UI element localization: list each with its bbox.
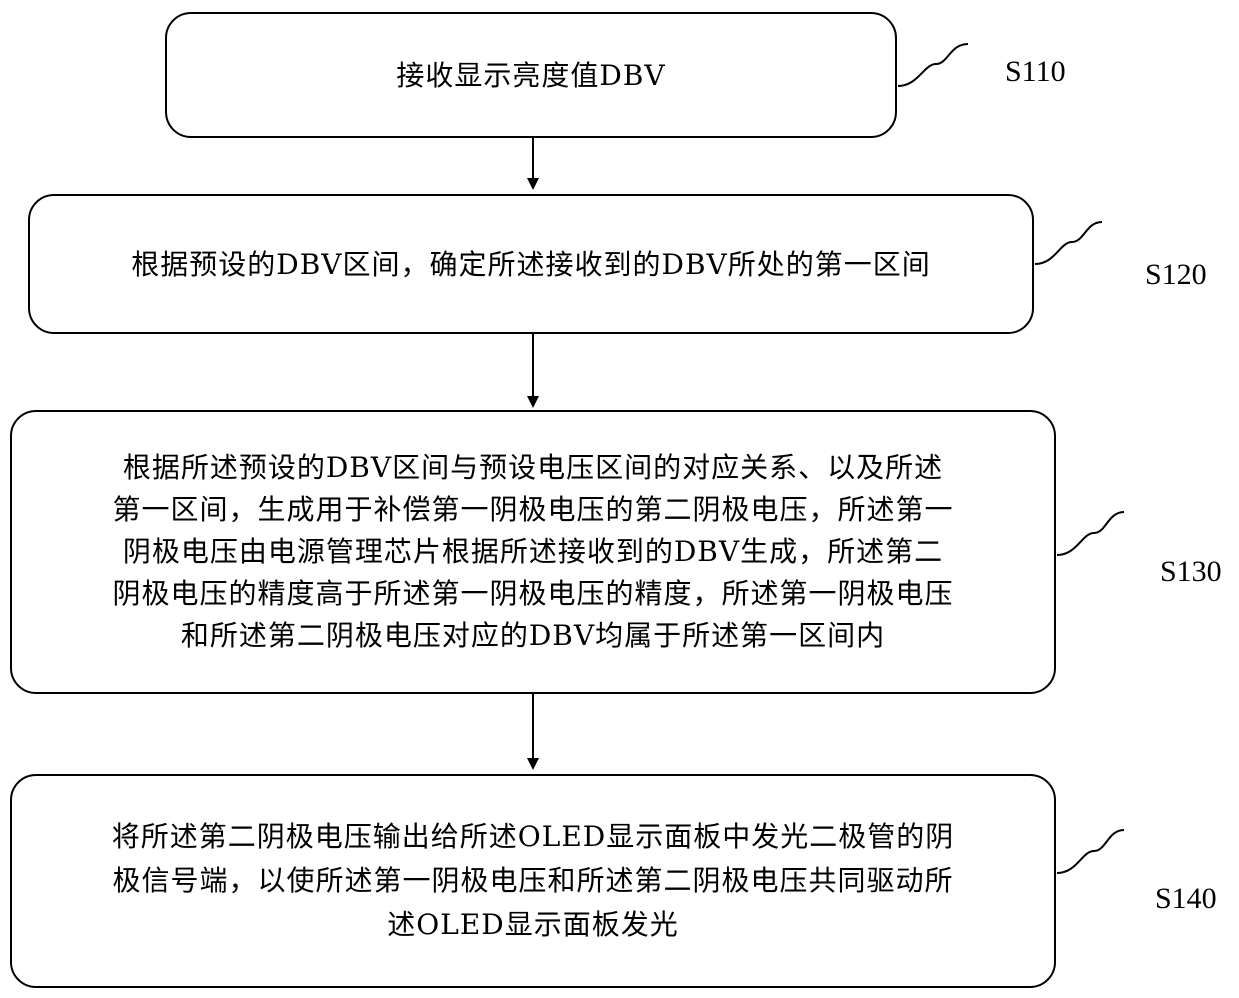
- step-text-s130-line-4: 阴极电压的精度高于所述第一阴极电压的精度，所述第一阴极电压: [112, 573, 953, 615]
- squiggle-s120: [1035, 222, 1102, 264]
- squiggle-s110: [898, 44, 968, 86]
- squiggle-s140: [1057, 830, 1124, 873]
- squiggle-s130: [1057, 512, 1124, 555]
- step-label-s140: S140: [1155, 882, 1217, 916]
- step-box-s130: 根据所述预设的DBV区间与预设电压区间的对应关系、以及所述 第一区间，生成用于补…: [10, 410, 1056, 694]
- step-text-s140-line-1: 将所述第二阴极电压输出给所述OLED显示面板中发光二极管的阴: [112, 815, 954, 859]
- step-box-s120: 根据预设的DBV区间，确定所述接收到的DBV所处的第一区间: [28, 194, 1034, 334]
- step-label-s120: S120: [1145, 258, 1207, 292]
- step-text-s130-line-2: 第一区间，生成用于补偿第一阴极电压的第二阴极电压，所述第一: [112, 489, 953, 531]
- step-box-s140: 将所述第二阴极电压输出给所述OLED显示面板中发光二极管的阴 极信号端，以使所述…: [10, 774, 1056, 988]
- step-text-s130-line-1: 根据所述预设的DBV区间与预设电压区间的对应关系、以及所述: [112, 447, 953, 489]
- step-box-s110: 接收显示亮度值DBV: [165, 12, 897, 138]
- step-text-s130-line-5: 和所述第二阴极电压对应的DBV均属于所述第一区间内: [112, 615, 953, 657]
- step-text-s140: 将所述第二阴极电压输出给所述OLED显示面板中发光二极管的阴 极信号端，以使所述…: [112, 815, 954, 947]
- step-text-s130: 根据所述预设的DBV区间与预设电压区间的对应关系、以及所述 第一区间，生成用于补…: [112, 447, 953, 657]
- step-label-s130: S130: [1160, 555, 1222, 589]
- step-text-s110: 接收显示亮度值DBV: [396, 57, 665, 94]
- step-text-s140-line-3: 述OLED显示面板发光: [112, 903, 954, 947]
- step-text-s140-line-2: 极信号端，以使所述第一阴极电压和所述第二阴极电压共同驱动所: [112, 859, 954, 903]
- step-text-s130-line-3: 阴极电压由电源管理芯片根据所述接收到的DBV生成，所述第二: [112, 531, 953, 573]
- step-text-s120: 根据预设的DBV区间，确定所述接收到的DBV所处的第一区间: [131, 246, 931, 283]
- step-label-s110: S110: [1005, 55, 1066, 89]
